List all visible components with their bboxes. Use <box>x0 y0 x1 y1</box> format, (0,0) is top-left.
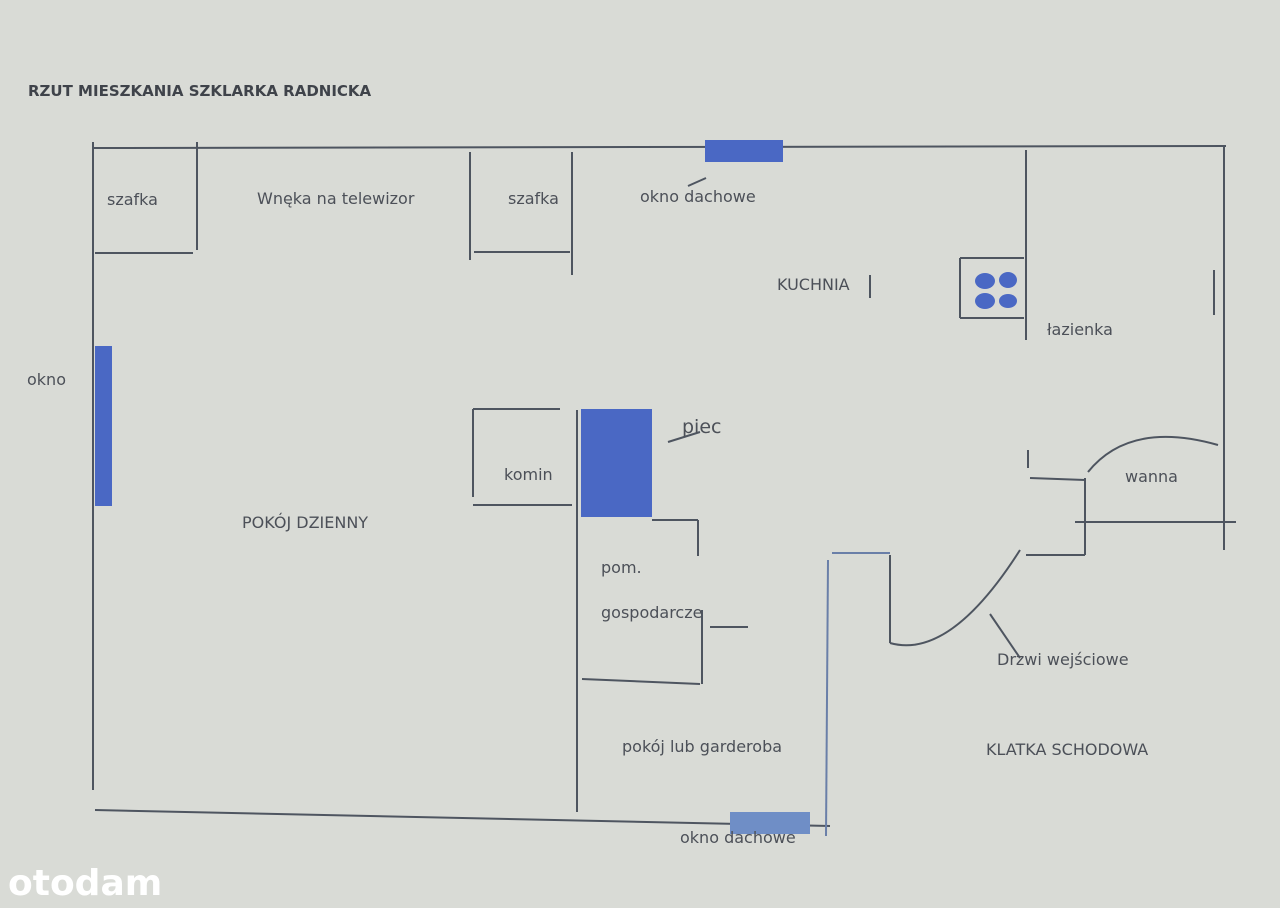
label-utility-1: pom. <box>601 558 642 577</box>
label-skylight-bottom: okno dachowe <box>680 828 796 847</box>
window-left <box>95 346 112 506</box>
walls <box>92 142 1236 837</box>
label-room-or-wardrobe: pokój lub garderoba <box>622 737 782 756</box>
label-bathtub: wanna <box>1125 467 1178 486</box>
label-stove: piec <box>682 416 721 438</box>
label-kitchen: KUCHNIA <box>777 275 850 294</box>
plan-title: RZUT MIESZKANIA SZKLARKA RADNICKA <box>28 82 372 100</box>
skylight-top <box>705 140 783 162</box>
label-window-left: okno <box>27 370 66 389</box>
skylight-bottom <box>730 812 810 834</box>
label-utility-2: gospodarcze <box>601 603 702 622</box>
watermark-logo: otodam <box>8 863 162 904</box>
label-living-room: POKÓJ DZIENNY <box>242 513 368 532</box>
label-skylight-top: okno dachowe <box>640 187 756 206</box>
cooktop-icon <box>975 272 1017 309</box>
windows <box>95 140 810 834</box>
label-szafka-left: szafka <box>107 190 158 209</box>
label-bathroom: łazienka <box>1047 320 1113 339</box>
label-szafka-mid: szafka <box>508 189 559 208</box>
label-staircase: KLATKA SCHODOWA <box>986 740 1148 759</box>
stove-block <box>581 409 652 517</box>
label-entrance-door: Drzwi wejściowe <box>997 650 1129 669</box>
label-chimney: komin <box>504 465 553 484</box>
label-tv-niche: Wnęka na telewizor <box>257 189 415 208</box>
